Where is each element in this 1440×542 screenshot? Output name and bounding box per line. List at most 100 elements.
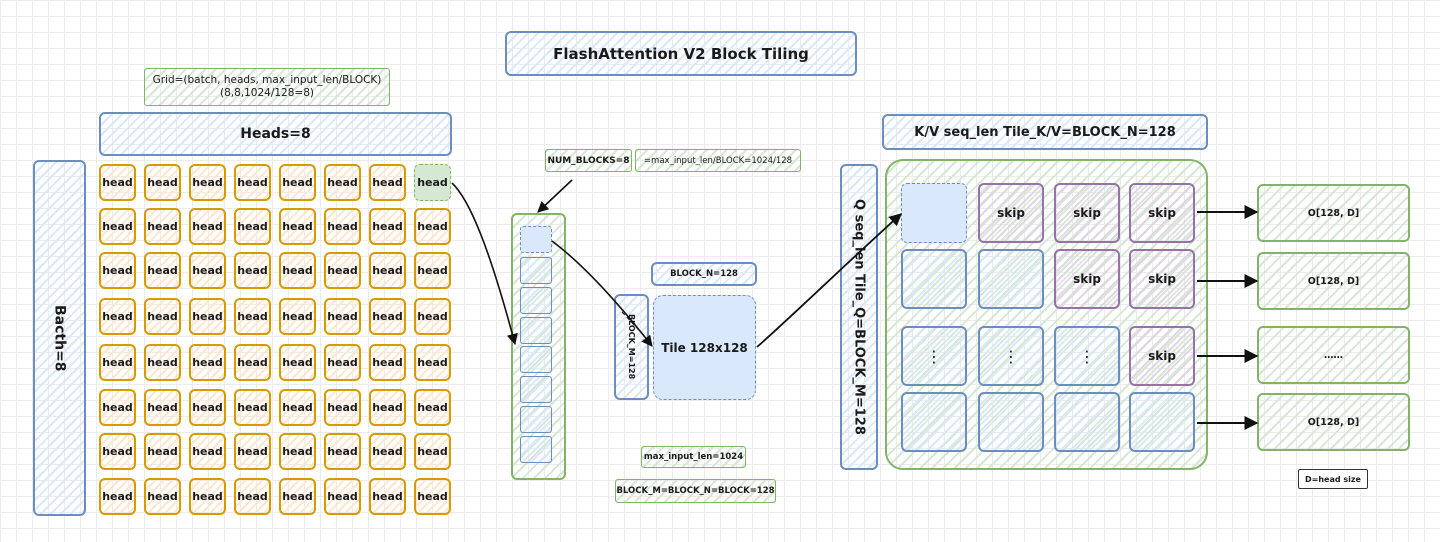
head-cell: head	[414, 344, 451, 381]
head-cell: head	[414, 389, 451, 426]
head-cell: head	[144, 344, 181, 381]
tile-compute	[978, 249, 1044, 309]
head-cell: head	[99, 433, 136, 470]
head-cell: head	[324, 252, 361, 289]
head-cell: head	[324, 164, 361, 201]
head-cell: head	[324, 433, 361, 470]
head-cell: head	[369, 389, 406, 426]
head-cell: head	[99, 389, 136, 426]
head-cell: head	[369, 208, 406, 245]
head-cell: head	[234, 252, 271, 289]
head-cell: head	[189, 389, 226, 426]
num-blocks-formula-box: =max_input_len/BLOCK=1024/128	[635, 149, 801, 172]
batch-bar: Bacth=8	[33, 160, 86, 516]
block-m-bar: BLOCK_M=128	[614, 294, 649, 400]
num-blocks-label: NUM_BLOCKS=8	[547, 155, 630, 166]
head-cell: head	[414, 433, 451, 470]
head-cell: head	[324, 478, 361, 515]
tile-skip: skip	[1054, 249, 1120, 309]
head-cell: head	[189, 344, 226, 381]
block-eq-label: BLOCK_M=BLOCK_N=BLOCK=128	[616, 486, 775, 496]
block-n-bar: BLOCK_N=128	[651, 262, 757, 286]
arrow-head-to-stack	[451, 182, 518, 346]
diagram-title: FlashAttention V2 Block Tiling	[553, 44, 809, 63]
head-cell: head	[369, 344, 406, 381]
tile-compute	[1129, 392, 1195, 452]
kv-label: K/V seq_len Tile_K/V=BLOCK_N=128	[914, 124, 1176, 140]
d-note: D=head size	[1298, 469, 1368, 489]
head-cell: head	[279, 298, 316, 335]
block-cell	[520, 376, 552, 403]
head-cell: head	[99, 164, 136, 201]
output-box: O[128, D]	[1257, 393, 1410, 451]
head-cell: head	[414, 298, 451, 335]
tile-compute	[901, 249, 967, 309]
tile-skip: skip	[978, 183, 1044, 243]
head-cell: head	[369, 478, 406, 515]
head-cell: head	[414, 252, 451, 289]
head-cell: head	[99, 208, 136, 245]
arrow-numblocks-to-stack	[537, 179, 573, 213]
heads-bar: Heads=8	[99, 112, 452, 156]
tile-compute	[901, 392, 967, 452]
head-cell: head	[279, 433, 316, 470]
num-blocks-formula: =max_input_len/BLOCK=1024/128	[643, 155, 793, 166]
head-cell: head	[99, 298, 136, 335]
head-cell: head	[144, 164, 181, 201]
head-cell: head	[324, 389, 361, 426]
title-box: FlashAttention V2 Block Tiling	[505, 31, 857, 76]
head-cell: head	[369, 164, 406, 201]
kv-bar: K/V seq_len Tile_K/V=BLOCK_N=128	[882, 114, 1208, 150]
head-cell: head	[189, 208, 226, 245]
d-note-label: D=head size	[1305, 474, 1361, 484]
arrow-tile-to-grid	[756, 213, 902, 348]
grid-note-line1: Grid=(batch, heads, max_input_len/BLOCK)	[152, 74, 382, 86]
head-cell: head	[279, 344, 316, 381]
output-box: O[128, D]	[1257, 184, 1410, 242]
head-cell: head	[234, 389, 271, 426]
max-input-len-box: max_input_len=1024	[641, 446, 746, 468]
head-cell: head	[144, 389, 181, 426]
block-cell	[520, 406, 552, 433]
head-cell: head	[414, 208, 451, 245]
head-cell: head	[144, 478, 181, 515]
head-cell: head	[324, 298, 361, 335]
head-cell: head	[234, 433, 271, 470]
head-cell: head	[279, 252, 316, 289]
head-cell: head	[99, 344, 136, 381]
tile-compute	[1054, 392, 1120, 452]
heads-label: Heads=8	[240, 126, 311, 142]
head-cell: head	[189, 252, 226, 289]
head-cell: head	[144, 208, 181, 245]
head-cell: head	[279, 478, 316, 515]
head-cell: head	[99, 478, 136, 515]
head-cell: head	[324, 208, 361, 245]
block-cell	[520, 436, 552, 463]
tile-compute	[978, 392, 1044, 452]
block-cell	[520, 287, 552, 314]
block-eq-box: BLOCK_M=BLOCK_N=BLOCK=128	[615, 479, 776, 503]
tile-128x128: Tile 128x128	[653, 295, 756, 400]
head-cell: head	[144, 433, 181, 470]
head-cell: head	[234, 344, 271, 381]
head-cell: head	[234, 164, 271, 201]
tile-skip: skip	[1054, 183, 1120, 243]
max-input-len-label: max_input_len=1024	[643, 452, 744, 462]
tile-ellipsis: ⋮	[901, 326, 967, 386]
tile-label: Tile 128x128	[661, 340, 748, 355]
head-cell: head	[189, 433, 226, 470]
tile-ellipsis: ⋮	[978, 326, 1044, 386]
tile-skip: skip	[1129, 183, 1195, 243]
head-cell: head	[189, 298, 226, 335]
head-cell: head	[234, 208, 271, 245]
tile-current	[901, 183, 967, 243]
block-m-label: BLOCK_M=128	[627, 314, 636, 380]
block-n-label: BLOCK_N=128	[670, 269, 738, 279]
grid-note-line2: (8,8,1024/128=8)	[219, 87, 314, 99]
head-cell: head	[144, 252, 181, 289]
block-cell	[520, 226, 552, 253]
head-cell: head	[279, 208, 316, 245]
grid-note: Grid=(batch, heads, max_input_len/BLOCK)…	[144, 68, 390, 106]
num-blocks-box: NUM_BLOCKS=8	[545, 149, 632, 172]
block-cell	[520, 317, 552, 344]
